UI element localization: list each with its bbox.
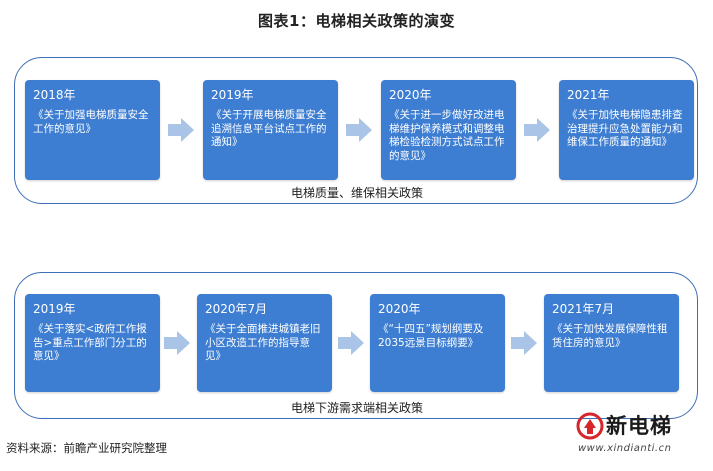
policy-text: 《关于加强电梯质量安全工作的意见》 <box>33 109 149 135</box>
right-arrow-icon <box>168 118 194 142</box>
logo-name: 新电梯 <box>606 414 672 438</box>
policy-year: 2018年 <box>33 88 76 102</box>
brand-logo: 新电梯 www.xindianti.cn <box>576 410 708 462</box>
policy-text: 《关于开展电梯质量安全追溯信息平台试点工作的通知》 <box>211 109 327 148</box>
policy-text: 《关于全面推进城镇老旧小区改造工作的指导意见》 <box>205 323 321 362</box>
policy-text: 《关于落实<政府工作报告>重点工作部门分工的意见》 <box>33 323 147 362</box>
figure-title: 图表1：电梯相关政策的演变 <box>258 12 455 30</box>
group-caption: 电梯下游需求端相关政策 <box>290 401 423 415</box>
policy-text: 《关于加快电梯隐患排查治理提升应急处置能力和维保工作质量的通知》 <box>567 109 683 148</box>
policy-text: 《关于加快发展保障性租赁住房的意见》 <box>552 323 668 349</box>
policy-year: 2021年 <box>567 88 610 102</box>
group-caption: 电梯质量、维保相关政策 <box>290 186 423 200</box>
policy-card: 2021年7月 《关于加快发展保障性租赁住房的意见》 <box>544 294 679 392</box>
right-arrow-icon <box>164 331 190 355</box>
logo-url: www.xindianti.cn <box>578 443 672 454</box>
policy-text: 《关于进一步做好改进电梯维护保养模式和调整电梯检验检测方式试点工作的意见》 <box>389 109 505 162</box>
policy-year: 2020年 <box>378 302 421 316</box>
policy-card: 2020年7月 《关于全面推进城镇老旧小区改造工作的指导意见》 <box>197 294 332 392</box>
policy-year: 2019年 <box>211 88 254 102</box>
policy-year: 2021年7月 <box>552 302 615 316</box>
elevator-logo-icon <box>576 412 604 440</box>
right-arrow-icon <box>511 331 537 355</box>
policy-card: 2021年 《关于加快电梯隐患排查治理提升应急处置能力和维保工作质量的通知》 <box>559 80 694 180</box>
policy-text: 《“十四五”规划纲要及2035远景目标纲要》 <box>378 323 484 349</box>
policy-year: 2020年 <box>389 88 432 102</box>
policy-year: 2020年7月 <box>205 302 268 316</box>
right-arrow-icon <box>338 331 364 355</box>
policy-card: 2019年 《关于落实<政府工作报告>重点工作部门分工的意见》 <box>25 294 160 392</box>
policy-card: 2018年 《关于加强电梯质量安全工作的意见》 <box>25 80 160 180</box>
policy-card: 2019年 《关于开展电梯质量安全追溯信息平台试点工作的通知》 <box>203 80 338 180</box>
policy-card: 2020年 《“十四五”规划纲要及2035远景目标纲要》 <box>370 294 505 392</box>
right-arrow-icon <box>346 118 372 142</box>
policy-card: 2020年 《关于进一步做好改进电梯维护保养模式和调整电梯检验检测方式试点工作的… <box>381 80 516 180</box>
policy-year: 2019年 <box>33 302 76 316</box>
source-note: 资料来源：前瞻产业研究院整理 <box>6 441 167 455</box>
right-arrow-icon <box>524 118 550 142</box>
